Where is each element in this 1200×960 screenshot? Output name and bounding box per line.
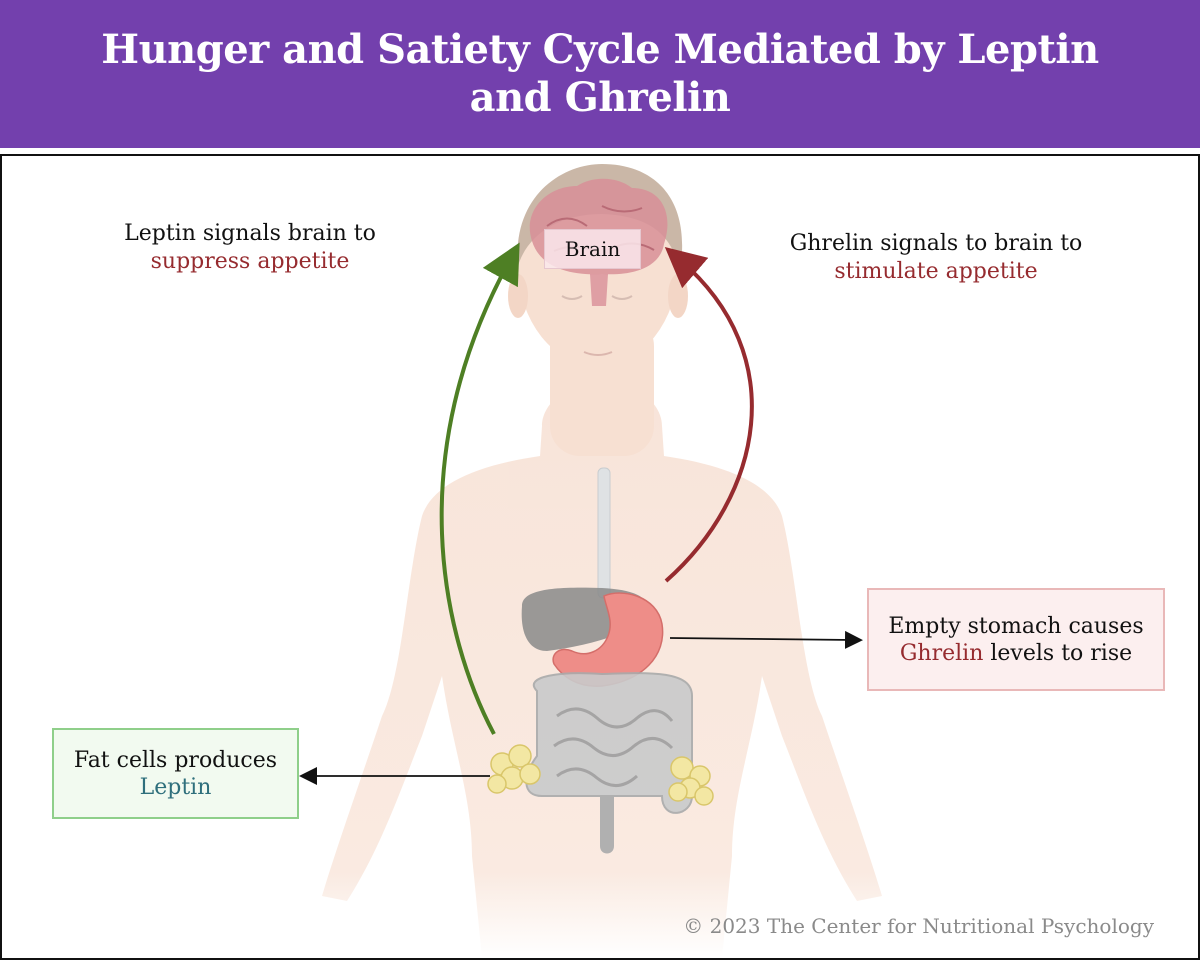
leptin-signal-label: Leptin signals brain to suppress appetit… xyxy=(98,220,402,276)
intestines xyxy=(525,672,693,854)
ghrelin-signal-label: Ghrelin signals to brain to stimulate ap… xyxy=(758,230,1114,286)
page-title: Hunger and Satiety Cycle Mediated by Lep… xyxy=(101,26,1099,121)
suppress-appetite-text: suppress appetite xyxy=(150,249,350,274)
leptin-signal-text: Leptin signals brain to xyxy=(124,221,376,246)
stomach-box-line1: Empty stomach causes xyxy=(888,613,1144,639)
ghrelin-signal-text: Ghrelin signals to brain to xyxy=(789,231,1083,256)
header-banner: Hunger and Satiety Cycle Mediated by Lep… xyxy=(0,0,1200,148)
stomach-pointer-arrow xyxy=(669,630,863,649)
esophagus xyxy=(597,467,611,599)
ghrelin-highlight: Ghrelin xyxy=(899,640,984,666)
stimulate-appetite-text: stimulate appetite xyxy=(834,259,1038,284)
stomach-box-line2: Ghrelin levels to rise xyxy=(900,640,1132,667)
ghrelin-arrow xyxy=(664,246,754,583)
brain-label: Brain xyxy=(544,229,641,269)
stomach-info-box: Empty stomach causes Ghrelin levels to r… xyxy=(867,588,1165,691)
leptin-highlight: Leptin xyxy=(139,774,212,800)
fat-info-box: Fat cells produces Leptin xyxy=(52,728,299,819)
fat-box-line1: Fat cells produces xyxy=(73,747,278,773)
stomach xyxy=(552,592,664,687)
fat-cells xyxy=(487,744,714,806)
leptin-arrow xyxy=(439,242,520,735)
stomach-box-rest: levels to rise xyxy=(990,640,1133,666)
diagram-frame: Brain Leptin signals brain to suppress a… xyxy=(0,154,1200,960)
copyright-text: © 2023 The Center for Nutritional Psycho… xyxy=(683,914,1154,938)
